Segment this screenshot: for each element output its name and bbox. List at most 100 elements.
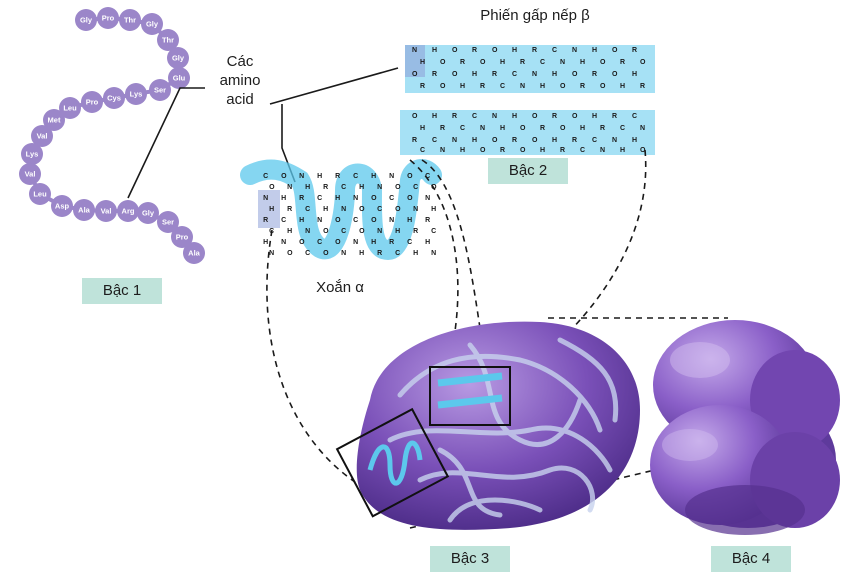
- amino-acid-bead: Val: [19, 163, 41, 185]
- amino-acid-label-line3: acid: [226, 91, 254, 108]
- amino-acid-name: Met: [48, 116, 61, 125]
- atom-symbol: O: [600, 83, 606, 90]
- atom-symbol: H: [512, 113, 517, 120]
- level-4-label: Bậc 4: [711, 546, 791, 572]
- atom-symbol: H: [432, 113, 437, 120]
- atom-symbol: H: [359, 184, 364, 191]
- amino-acid-bead: Ala: [183, 242, 205, 264]
- atom-symbol: O: [492, 47, 498, 54]
- atom-symbol: N: [287, 184, 292, 191]
- atom-symbol: O: [269, 184, 275, 191]
- amino-acid-label: Các amino acid: [200, 52, 280, 109]
- atom-symbol: O: [612, 47, 618, 54]
- atom-symbol: H: [552, 137, 557, 144]
- atom-symbol: R: [540, 125, 545, 132]
- atom-symbol: N: [492, 113, 497, 120]
- amino-acid-name: Thr: [124, 16, 136, 25]
- tertiary-structure: [335, 321, 640, 530]
- amino-acid-bead: Ala: [73, 199, 95, 221]
- atom-symbol: N: [572, 47, 577, 54]
- ribbon-strand: [397, 353, 603, 433]
- atom-symbol: C: [353, 217, 358, 224]
- atom-symbol: R: [323, 184, 328, 191]
- amino-acid-bead: Cys: [103, 87, 125, 109]
- atom-symbol: R: [580, 83, 585, 90]
- atom-symbol: C: [552, 47, 557, 54]
- amino-acid-name: Gly: [172, 54, 185, 63]
- atom-symbol: O: [452, 47, 458, 54]
- atom-symbol: C: [500, 83, 505, 90]
- amino-acid-bead: Ser: [149, 79, 171, 101]
- atom-symbol: H: [512, 47, 517, 54]
- atom-symbol: R: [600, 125, 605, 132]
- atom-symbol: H: [540, 147, 545, 154]
- atom-symbol: C: [580, 147, 585, 154]
- atom-symbol: C: [472, 113, 477, 120]
- atom-symbol: O: [371, 217, 377, 224]
- atom-symbol: H: [592, 47, 597, 54]
- amino-acid-name: Gly: [142, 209, 155, 218]
- atom-symbol: O: [323, 228, 329, 235]
- beta-sheet-label: Phiến gấp nếp β: [480, 7, 590, 24]
- ribbon-strand: [557, 337, 619, 423]
- amino-acid-bead: Gly: [137, 202, 159, 224]
- atom-symbol: N: [452, 137, 457, 144]
- atom-symbol: O: [335, 239, 341, 246]
- atom-symbol: H: [299, 217, 304, 224]
- amino-acid-bead: Met: [43, 109, 65, 131]
- atom-symbol: C: [353, 173, 358, 180]
- atom-symbol: O: [612, 71, 618, 78]
- atom-symbol: H: [420, 59, 425, 66]
- atom-symbol: N: [480, 125, 485, 132]
- atom-symbol: R: [472, 47, 477, 54]
- atom-symbol: R: [532, 47, 537, 54]
- atom-symbol: C: [263, 173, 268, 180]
- atom-symbol: H: [472, 137, 477, 144]
- atom-symbol: C: [460, 125, 465, 132]
- amino-acid-name: Val: [25, 170, 36, 179]
- amino-acid-bead: Thr: [157, 29, 179, 51]
- amino-acid-name: Lys: [130, 90, 143, 99]
- atom-symbol: O: [600, 59, 606, 66]
- atom-symbol: H: [323, 206, 328, 213]
- atom-symbol: N: [425, 195, 430, 202]
- atom-symbol: C: [420, 147, 425, 154]
- atom-symbol: R: [620, 59, 625, 66]
- atom-symbol: N: [640, 125, 645, 132]
- atom-symbol: N: [317, 217, 322, 224]
- atom-symbol: N: [412, 47, 417, 54]
- atom-symbol: O: [640, 147, 646, 154]
- amino-acid-name: Arg: [122, 207, 135, 216]
- atom-symbol: O: [480, 147, 486, 154]
- amino-acid-bead: Lys: [125, 83, 147, 105]
- atom-symbol: O: [520, 147, 526, 154]
- amino-acid-bead: Val: [95, 200, 117, 222]
- atom-symbol: C: [592, 137, 597, 144]
- atom-symbol: O: [359, 206, 365, 213]
- amino-acid-bead: Gly: [167, 47, 189, 69]
- amino-acid-name: Pro: [102, 14, 115, 23]
- amino-acid-bead: Leu: [29, 183, 51, 205]
- amino-acid-bead: Thr: [119, 9, 141, 31]
- atom-symbol: H: [500, 59, 505, 66]
- atom-symbol: N: [263, 195, 268, 202]
- atom-symbol: C: [407, 239, 412, 246]
- amino-acid-bead: Arg: [117, 200, 139, 222]
- atom-symbol: O: [520, 125, 526, 132]
- atom-symbol: O: [395, 184, 401, 191]
- atom-symbol: R: [377, 250, 382, 257]
- atom-symbol: H: [359, 250, 364, 257]
- atom-symbol: R: [412, 137, 417, 144]
- amino-acid-bead: Glu: [168, 67, 190, 89]
- atom-symbol: H: [540, 83, 545, 90]
- atom-symbol: R: [612, 113, 617, 120]
- atom-symbol: N: [299, 173, 304, 180]
- atom-symbol: R: [299, 195, 304, 202]
- atom-symbol: H: [335, 195, 340, 202]
- atom-symbol: C: [317, 239, 322, 246]
- atom-symbol: R: [480, 83, 485, 90]
- atom-symbol: R: [592, 71, 597, 78]
- atom-symbol: H: [432, 47, 437, 54]
- quaternary-structure: [650, 320, 840, 535]
